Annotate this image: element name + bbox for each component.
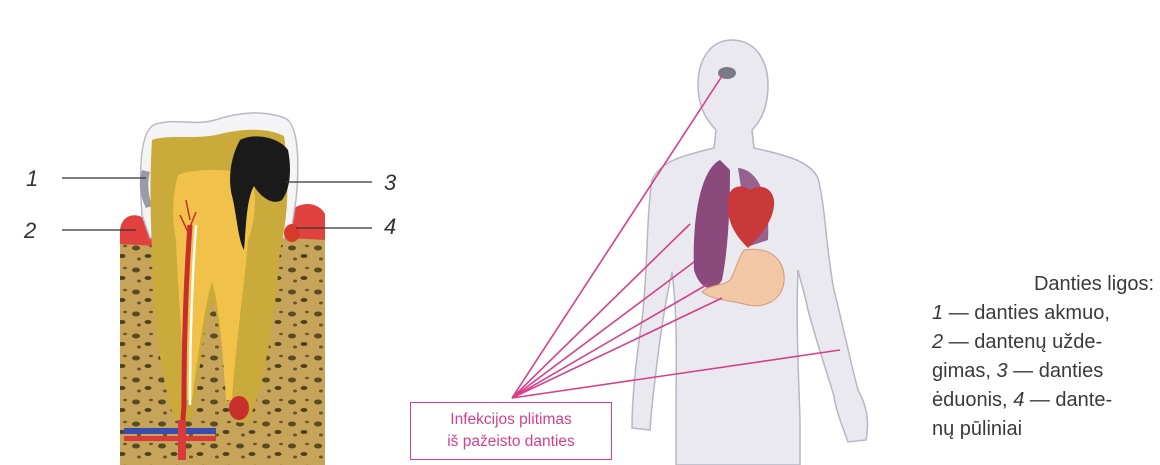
infection-line-heart (512, 262, 694, 398)
caption-before-3: gimas, (932, 360, 991, 382)
caption-number-2: 2 (932, 331, 943, 353)
tooth-label-4: 4 (384, 214, 396, 240)
infection-label-line-2: iš pažeisto danties (411, 431, 611, 453)
caption-text-4: — dante- (1030, 389, 1112, 411)
caption-line-5: nų pūliniai (932, 415, 1154, 444)
tooth-section (62, 113, 372, 465)
tooth-label-2: 2 (24, 218, 36, 244)
body-figure (632, 40, 868, 465)
caption-text-3: — danties (1013, 360, 1103, 382)
vessel-vertical (178, 420, 186, 460)
caption: Danties ligos: 1 — danties akmuo, 2 — da… (932, 270, 1154, 444)
infection-label-box: Infekcijos plitimas iš pažeisto danties (410, 402, 612, 460)
caption-number-1: 1 (932, 302, 943, 324)
caption-text-5: nų pūliniai (932, 418, 1022, 440)
caption-line-3: gimas, 3 — danties (932, 357, 1154, 386)
tooth-label-3: 3 (384, 170, 396, 196)
caption-line-4: ėduonis, 4 — dante- (932, 386, 1154, 415)
caption-title: Danties ligos: (932, 270, 1154, 299)
caption-text-2: — dantenų užde- (949, 331, 1102, 353)
abscess-root (229, 396, 249, 420)
vessel-red (124, 436, 216, 441)
caption-number-4: 4 (1013, 389, 1024, 411)
abscess-gum (284, 224, 300, 242)
caption-before-4: ėduonis, (932, 389, 1008, 411)
caption-number-3: 3 (996, 360, 1007, 382)
tooth-label-1: 1 (26, 166, 38, 192)
vessel-blue (124, 428, 216, 434)
caption-line-2: 2 — dantenų užde- (932, 328, 1154, 357)
infection-label-line-1: Infekcijos plitimas (411, 409, 611, 431)
caption-text-1: — danties akmuo, (949, 302, 1110, 324)
caption-line-1: 1 — danties akmuo, (932, 299, 1154, 328)
